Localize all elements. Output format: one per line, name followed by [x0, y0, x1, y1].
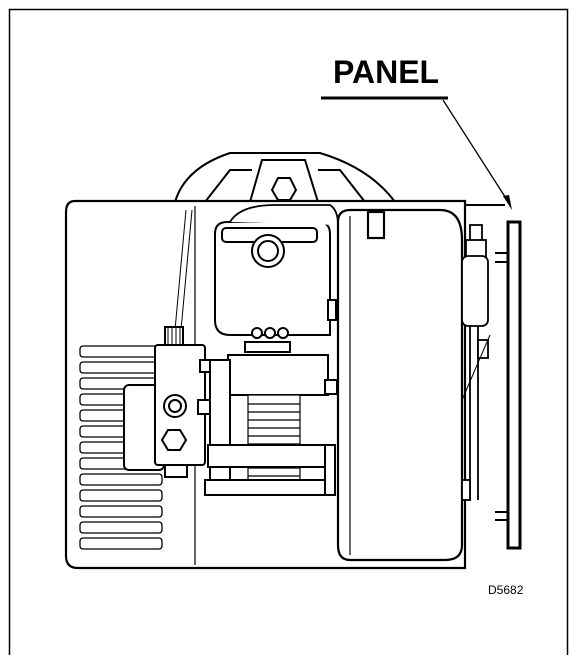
panel-arrowhead: [503, 195, 512, 210]
support-rods: [174, 209, 193, 331]
ignition-transformer: [214, 221, 337, 353]
panel-label: PANEL: [333, 54, 439, 90]
burner-motor: [336, 208, 464, 562]
photocell-assembly: [461, 224, 491, 501]
lifting-lug: [173, 152, 397, 203]
fan-housing: [229, 204, 339, 226]
side-panel: [465, 204, 522, 550]
panel-leader-line: [442, 99, 510, 204]
lower-bracket: [204, 444, 336, 496]
outer-border: [8, 8, 569, 655]
fuel-pump: [123, 326, 217, 478]
figure-code: D5682: [488, 583, 524, 597]
